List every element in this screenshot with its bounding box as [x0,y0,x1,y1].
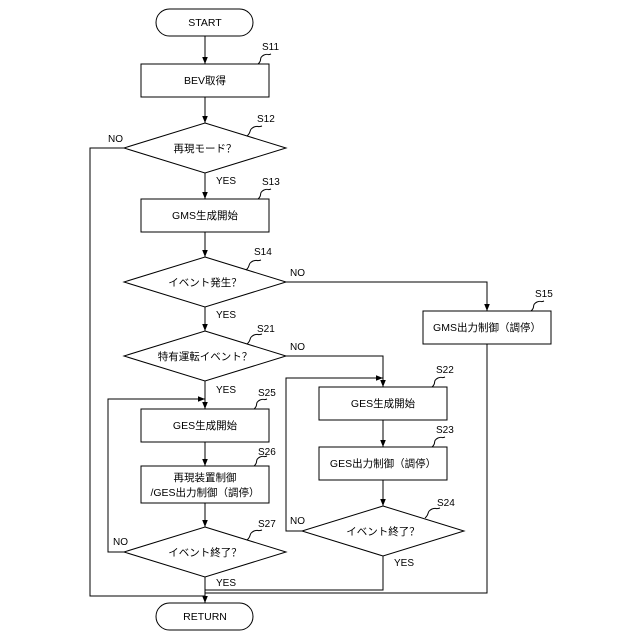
step-s23-label: GES出力制御（調停） [330,457,436,470]
leader-s22 [432,377,445,387]
leader-s13 [258,189,271,199]
s24-yes-label: YES [394,558,414,569]
step-s25-label: GES生成開始 [173,419,238,432]
step-id-s24: S24 [437,498,455,509]
leader-s14 [246,260,261,270]
leader-s27 [247,530,262,540]
s27-yes-label: YES [216,578,236,589]
step-id-s13: S13 [262,177,280,188]
s27-no-label: NO [113,537,128,548]
step-s13-label: GMS生成開始 [172,209,238,222]
s14-no-label: NO [290,268,305,279]
step-s26-label-line1: 再現装置制御 [174,471,237,484]
step-s26-label-line2: /GES出力制御（調停） [150,486,259,499]
step-id-s25: S25 [258,388,276,399]
edge-s21-no [286,356,383,387]
step-s22-label: GES生成開始 [351,397,416,410]
step-id-s14: S14 [254,247,272,258]
s21-yes-label: YES [216,385,236,396]
leader-s12 [247,126,262,136]
s12-yes-label: YES [216,176,236,187]
decision-s12-label: 再現モード？ [174,143,237,155]
step-id-s21: S21 [257,324,275,335]
leader-s24 [425,508,440,518]
step-id-s23: S23 [436,425,454,436]
leader-s21 [247,334,262,344]
step-id-s12: S12 [257,114,275,125]
s21-no-label: NO [290,342,305,353]
return-label: RETURN [183,611,227,623]
step-s11-label: BEV取得 [184,75,226,87]
decision-s14-label: イベント発生？ [168,276,242,289]
leader-s15 [531,301,544,311]
step-s15-label: GMS出力制御（調停） [433,321,541,334]
step-id-s15: S15 [535,289,553,300]
start-label: START [188,17,222,29]
leader-s11 [258,54,271,64]
edge-s14-no [286,282,487,311]
step-id-s27: S27 [258,519,276,530]
s24-no-label: NO [290,516,305,527]
leader-s25 [254,399,267,409]
s14-yes-label: YES [216,310,236,321]
leader-s23 [432,437,445,447]
step-id-s22: S22 [436,365,454,376]
decision-s21-label: 特有運転イベント？ [158,350,253,363]
decision-s24-label: イベント終了？ [346,525,420,538]
s12-no-label: NO [108,134,123,145]
step-id-s11: S11 [262,42,279,53]
decision-s27-label: イベント終了？ [168,546,242,559]
